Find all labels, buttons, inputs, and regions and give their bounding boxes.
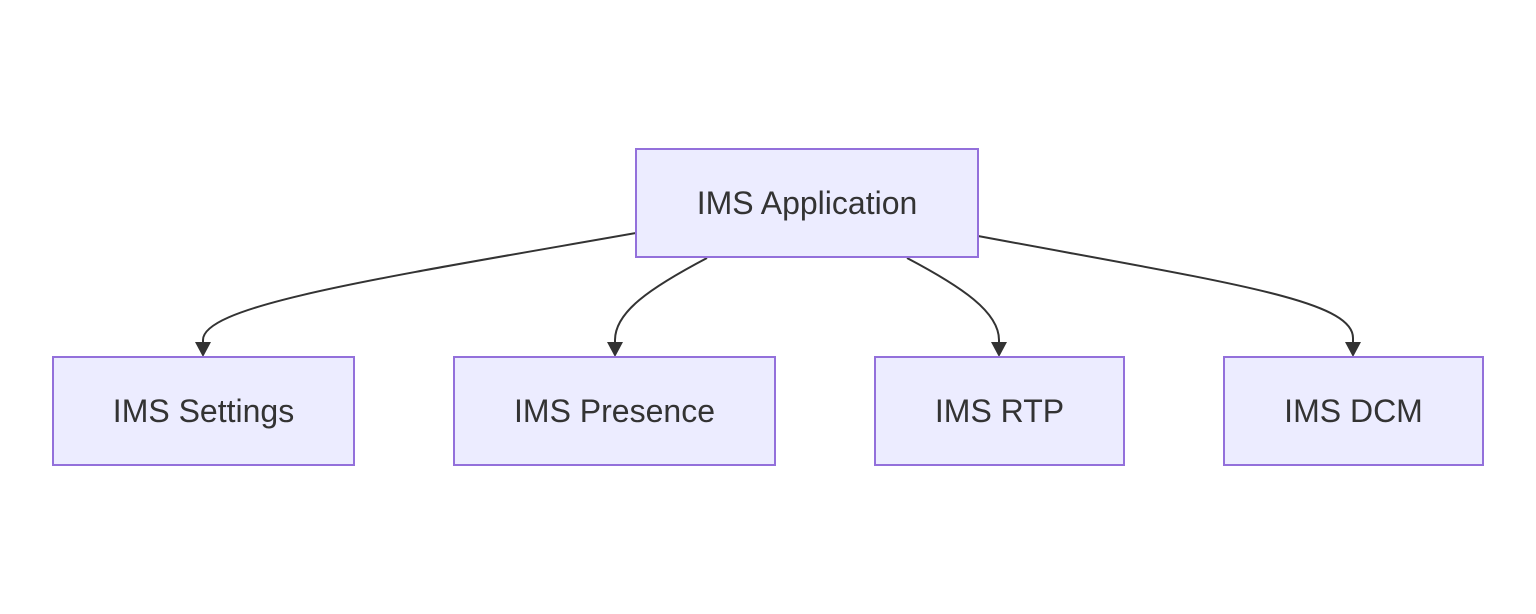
arrow-head-rtp: [991, 342, 1007, 357]
node-ims-application-label: IMS Application: [697, 185, 918, 221]
edge-application-to-presence: [614, 257, 708, 343]
node-ims-presence-label: IMS Presence: [514, 393, 715, 429]
node-ims-presence[interactable]: IMS Presence: [453, 356, 776, 466]
edges: [195, 232, 1361, 357]
edge-application-to-dcm: [977, 235, 1354, 343]
arrow-head-presence: [607, 342, 623, 357]
node-ims-dcm[interactable]: IMS DCM: [1223, 356, 1484, 466]
node-ims-settings[interactable]: IMS Settings: [52, 356, 355, 466]
node-ims-settings-label: IMS Settings: [113, 393, 294, 429]
edge-application-to-rtp: [906, 257, 1000, 343]
node-ims-dcm-label: IMS DCM: [1284, 393, 1423, 429]
node-ims-rtp[interactable]: IMS RTP: [874, 356, 1125, 466]
edge-application-to-settings: [202, 232, 637, 343]
arrow-head-dcm: [1345, 342, 1361, 357]
arrow-head-settings: [195, 342, 211, 357]
node-ims-rtp-label: IMS RTP: [935, 393, 1064, 429]
node-ims-application[interactable]: IMS Application: [635, 148, 979, 258]
